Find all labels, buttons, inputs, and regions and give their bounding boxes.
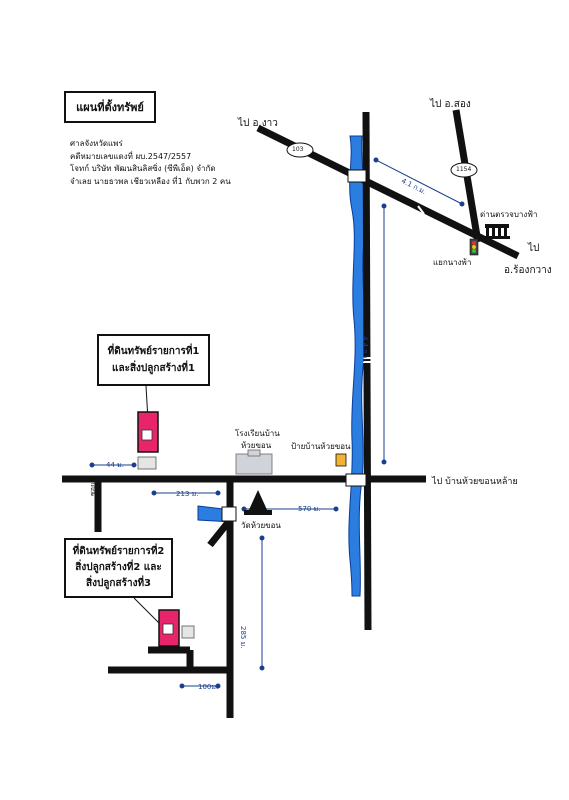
label-temple: วัดห้วยขอน <box>241 521 281 530</box>
school-building-icon <box>235 449 273 475</box>
plot-1-line-1: ที่ดินทรัพย์รายการที่1 <box>107 346 200 357</box>
case-number: คดีหมายเลขแดงที่ ผบ.2547/2557 <box>70 151 192 161</box>
court-name: ศาลจังหวัดแพร่ <box>70 139 123 148</box>
plot-2-line-1: ที่ดินทรัพย์รายการที่2 <box>72 546 165 557</box>
label-school-2: ห้วยขอน <box>241 441 272 450</box>
route-103-number: 103 <box>292 146 304 153</box>
distance-285-m: 285 ม. <box>239 626 247 649</box>
label-to-song: ไป อ.สอง <box>430 99 471 110</box>
traffic-light-icon <box>469 238 479 256</box>
plaintiff: โจทก์ บริษัท พัฒนสินลิสซิ่ง (ซีพีเอ็ต) จ… <box>70 164 216 173</box>
plot-2-line-3: สิ่งปลูกสร้างที่3 <box>85 578 152 589</box>
plot-1 <box>137 411 159 453</box>
road-break-marks <box>363 205 425 363</box>
distance-100-m: 100ม. <box>198 683 219 691</box>
distance-44-m: 44 ม. <box>106 461 124 469</box>
road-spur <box>207 517 233 548</box>
case-info: ศาลจังหวัดแพร่ คดีหมายเลขแดงที่ ผบ.2547/… <box>70 138 231 188</box>
map-title: แผนที่ตั้งทรัพย์ <box>64 91 156 123</box>
distance-4-4-km: 4.4 ก.ม. <box>361 336 369 363</box>
label-junction: แยกนางพ้า <box>433 258 472 267</box>
defendant: จำเลย นายธวพล เชียวเหลือง ที่1 กับพวก 2 … <box>70 176 231 186</box>
plot-2 <box>158 609 180 647</box>
plot-2-line-2: สิ่งปลูกสร้างที่2 และ <box>75 562 162 573</box>
route-103-shield <box>286 142 314 158</box>
distance-213-m: 213 ม. <box>176 490 199 498</box>
route-1154-shield <box>450 162 478 178</box>
plot-1-callout: ที่ดินทรัพย์รายการที่1 และสิ่งปลูกสร้างท… <box>97 334 210 386</box>
label-checkpoint: ด่านตรวจบางฟ้า <box>480 210 538 219</box>
road-vertical-main <box>362 111 372 631</box>
route-1154-number: 1154 <box>456 166 472 173</box>
label-school-1: โรงเรียนบ้าน <box>235 429 280 438</box>
label-to-rong-kwang-2: อ.ร้องกวาง <box>504 265 552 276</box>
temple-icon <box>244 490 272 515</box>
police-building-icon <box>484 224 510 239</box>
sign-icon <box>335 453 347 467</box>
label-sign: ป้ายบ้านห้วยขอน <box>291 442 351 451</box>
label-to-huai-khon-lai: ไป บ้านห้วยขอนหล้าย <box>432 477 518 487</box>
label-soi-3: ซอย 3 <box>89 476 97 496</box>
label-to-rong-kwang-1: ไป <box>528 243 540 254</box>
bridge-icon <box>221 169 367 522</box>
plot-2-callout: ที่ดินทรัพย์รายการที่2 สิ่งปลูกสร้างที่2… <box>64 538 173 598</box>
plot-1-line-2: และสิ่งปลูกสร้างที่1 <box>112 363 195 374</box>
label-to-ngao: ไป อ.งาว <box>238 118 278 129</box>
river <box>348 135 366 597</box>
house-icon <box>137 456 195 639</box>
distance-570-m: 570 ม. <box>298 505 321 513</box>
